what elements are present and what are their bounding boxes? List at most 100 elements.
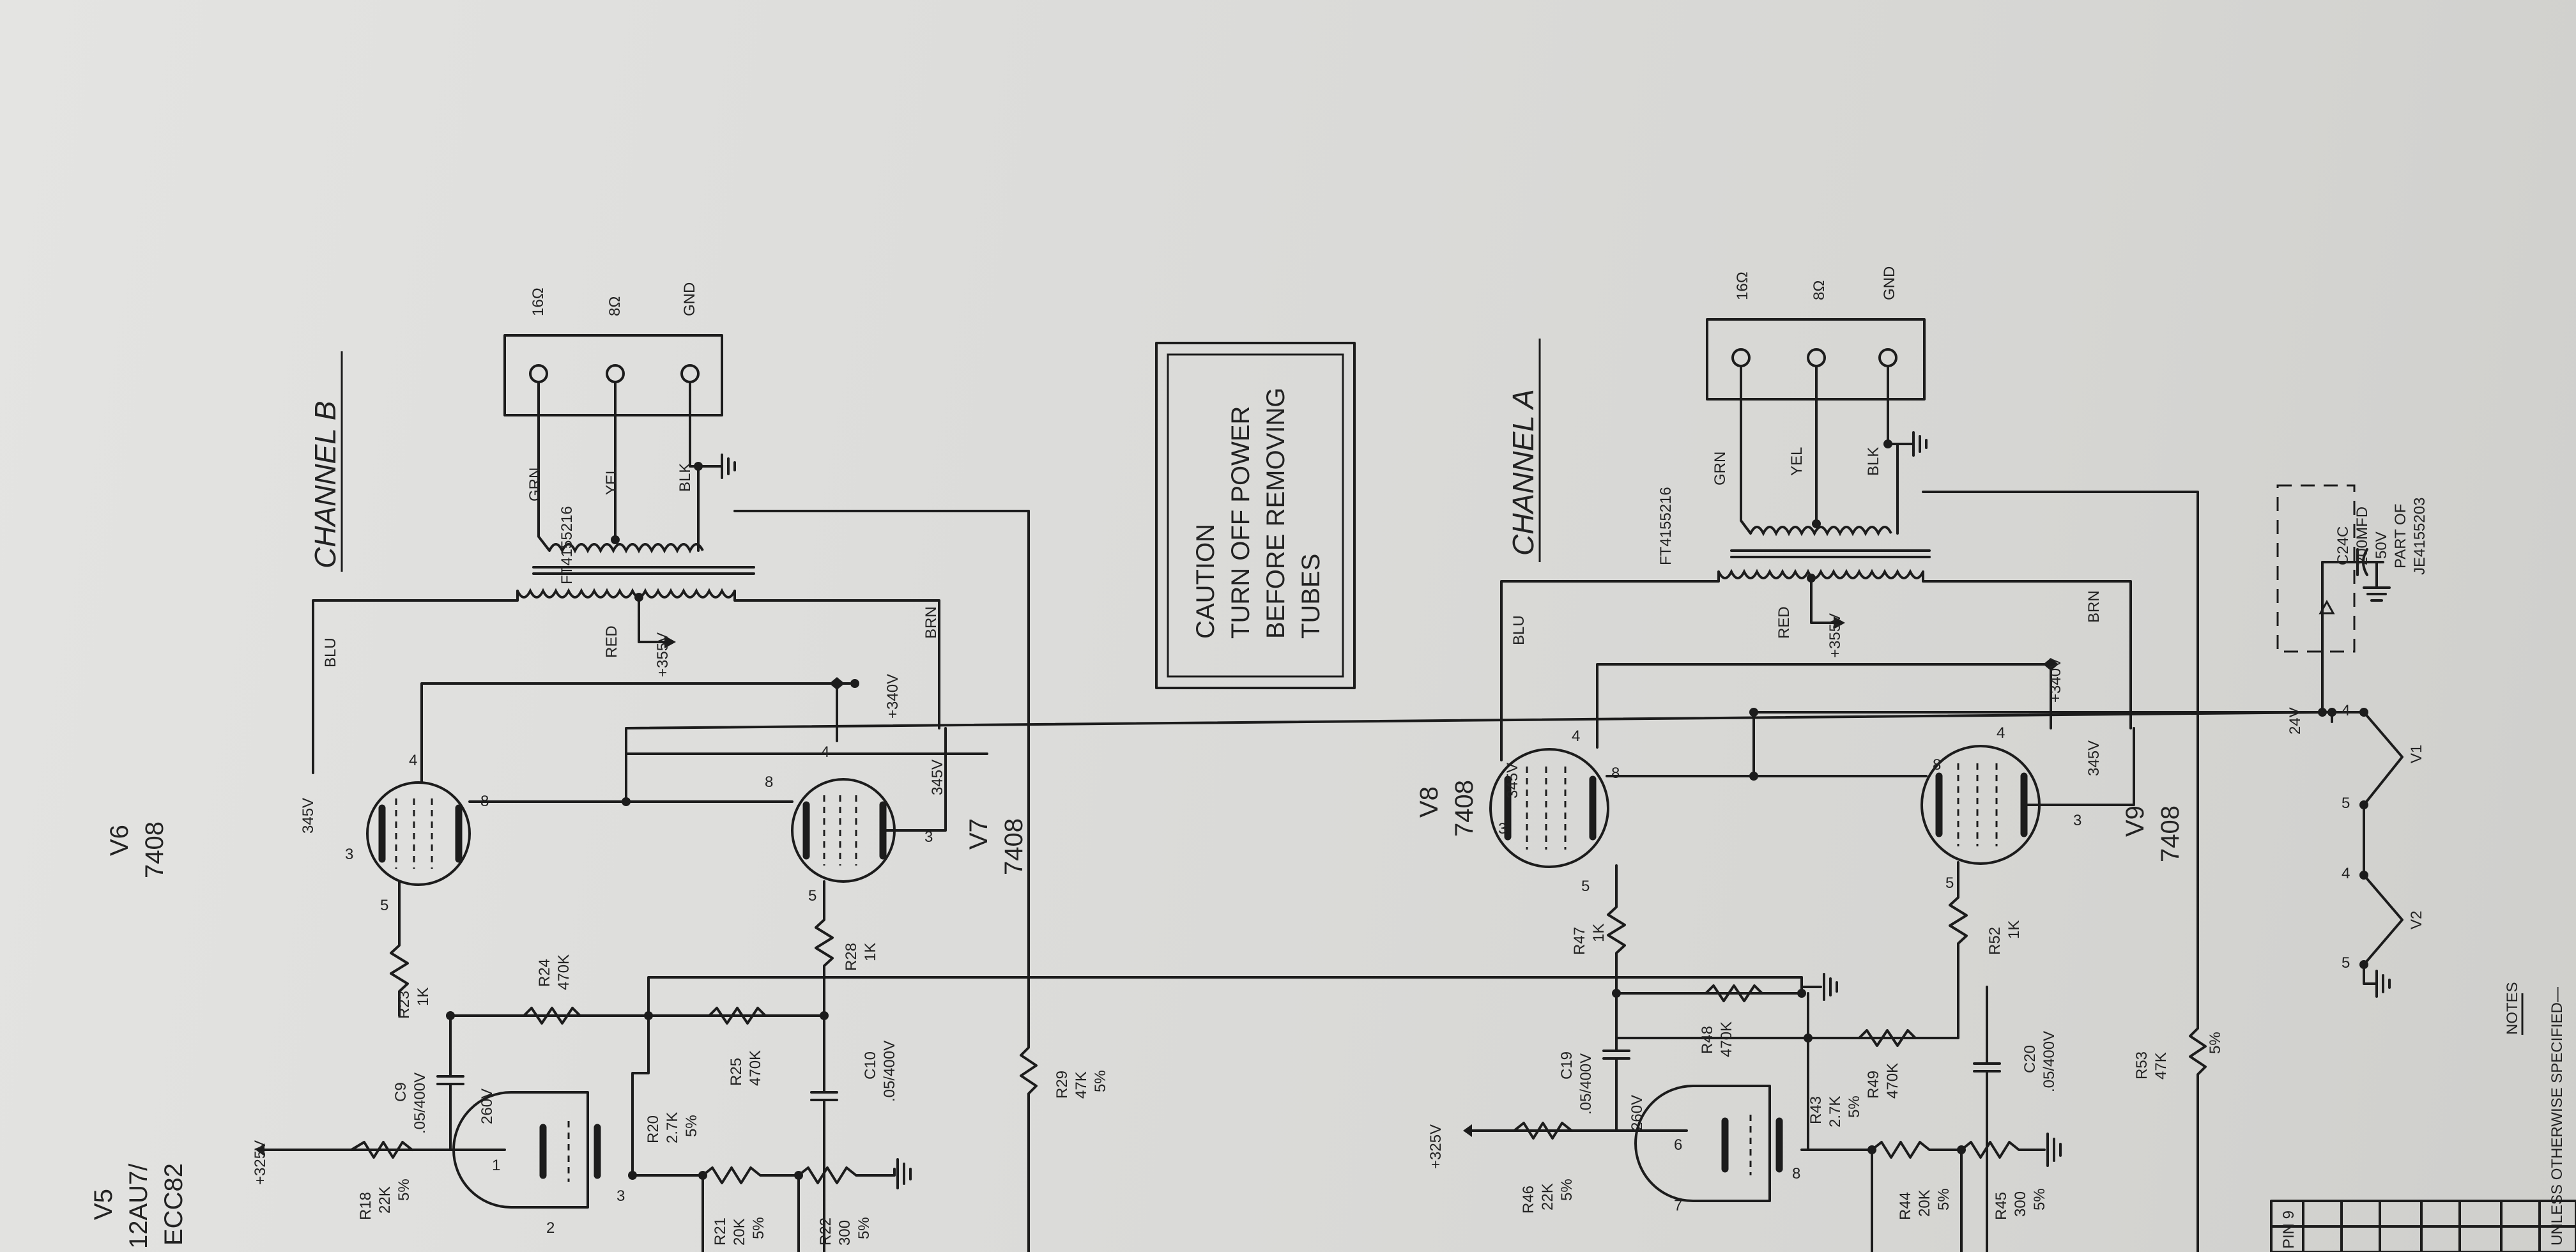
c10-value: .05/400V — [881, 1041, 898, 1102]
caution-line-2: BEFORE REMOVING — [1262, 388, 1290, 639]
label-gnd-b: GND — [681, 282, 698, 316]
c19-label: C19 — [1558, 1051, 1575, 1080]
r46-label: R46 — [1520, 1186, 1537, 1214]
v9-pin-3: 3 — [2073, 812, 2082, 829]
r53-tolerance: 5% — [2207, 1032, 2224, 1054]
c20-value: .05/400V — [2041, 1031, 2058, 1092]
r22-label: R22 — [817, 1218, 834, 1246]
r43-label: R43 — [1807, 1096, 1825, 1124]
r44-label: R44 — [1897, 1192, 1914, 1220]
tube-v9-type: 7408 — [2156, 805, 2184, 862]
r28-value: 1K — [862, 943, 879, 961]
label-grn-a: GRN — [1712, 452, 1729, 485]
channel-b-section: CHANNEL B 16Ω 8Ω GND GRN YEL BLK FT41 — [89, 282, 1803, 1252]
voltage-260-b: 260V — [479, 1088, 496, 1124]
c9-label: C9 — [392, 1082, 410, 1102]
output-terminal-block-b — [503, 334, 723, 416]
output-transformer-b — [516, 535, 755, 602]
r22-value: 300 — [836, 1220, 854, 1246]
c24-part-outline — [2276, 484, 2356, 653]
v6-pin-3: 3 — [345, 846, 353, 863]
r46-tolerance: 5% — [1558, 1179, 1575, 1201]
v7-pin-5: 5 — [808, 887, 816, 905]
label-grn-b: GRN — [526, 468, 544, 501]
v9-pin-8: 8 — [1933, 756, 1941, 774]
v8-pin-4: 4 — [1572, 728, 1580, 745]
label-blk-a: BLK — [1865, 447, 1882, 476]
v8-pin-8: 8 — [1611, 765, 1620, 782]
r23-value: 1K — [415, 988, 432, 1006]
v5-pin-3: 3 — [617, 1187, 625, 1205]
tube-v5-label: V5 — [89, 1189, 118, 1220]
v5-pin-7: 7 — [1674, 1197, 1682, 1214]
v2-pin-5: 5 — [2342, 954, 2350, 972]
output-transformer-a — [1717, 519, 1931, 583]
r45-label: R45 — [1993, 1192, 2010, 1220]
r24-value: 470K — [555, 954, 572, 990]
label-brn-a: BRN — [2085, 590, 2103, 623]
warning-triangle-icon — [2319, 599, 2335, 615]
label-gnd-a: GND — [1881, 266, 1898, 300]
r52-value: 1K — [2005, 920, 2023, 939]
c24-value: 200MFD — [2354, 507, 2371, 565]
transformer-part-a: FT4155216 — [1657, 487, 1675, 565]
c9-value: .05/400V — [411, 1073, 429, 1134]
v5-pin-6: 6 — [1674, 1136, 1682, 1154]
r52-label: R52 — [1986, 927, 2004, 955]
label-red-b: RED — [603, 625, 620, 658]
caution-title: CAUTION — [1192, 524, 1220, 639]
channel-b-title: CHANNEL B — [309, 401, 342, 569]
r21-tolerance: 5% — [750, 1217, 767, 1239]
notes-line-1: UNLESS OTHERWISE SPECIFIED— — [2549, 987, 2566, 1246]
terminal-8-ohm-b[interactable] — [606, 364, 625, 383]
tube-v7-type: 7408 — [1000, 818, 1028, 875]
tube-v8 — [1489, 748, 1609, 868]
r47-value: 1K — [1590, 924, 1607, 942]
terminal-16-ohm-b[interactable] — [529, 364, 548, 383]
r20-label: R20 — [645, 1115, 662, 1143]
c19-value: .05/400V — [1577, 1053, 1595, 1115]
r25-label: R25 — [728, 1058, 745, 1086]
voltage-340-a: +340V — [2047, 658, 2064, 703]
v7-pin-3: 3 — [924, 828, 933, 846]
v5-pin-2: 2 — [546, 1219, 555, 1237]
channel-a-section: CHANNEL A 16Ω 8Ω GND GRN YEL BLK FT41552… — [625, 266, 2336, 1252]
terminal-gnd-a[interactable] — [1878, 348, 1897, 367]
voltage-355-b: +355V — [654, 632, 671, 677]
label-yel-a: YEL — [1788, 447, 1805, 476]
terminal-8-ohm-a[interactable] — [1807, 348, 1826, 367]
tube-v5 — [452, 1091, 601, 1209]
pin-table-header: PIN 9 — [2280, 1210, 2297, 1249]
voltage-260-a: 260V — [1629, 1095, 1646, 1131]
v1-pin-5: 5 — [2342, 795, 2350, 812]
r25-value: 470K — [747, 1050, 764, 1086]
voltage-345-v6: 345V — [300, 798, 317, 834]
tube-v8-type: 7408 — [1450, 780, 1478, 837]
r53-label: R53 — [2133, 1051, 2150, 1080]
voltage-355-a: +355V — [1827, 613, 1844, 658]
heater-section: C24C 200MFD 50V PART OF JE4155203 24V 4 … — [2196, 484, 2428, 998]
r29-label: R29 — [1054, 1071, 1071, 1099]
label-red-a: RED — [1775, 606, 1793, 639]
terminal-gnd-b[interactable] — [680, 364, 700, 383]
label-16-ohm-a: 16Ω — [1734, 271, 1751, 300]
tube-v5-alt-type: ECC82 — [160, 1163, 188, 1246]
r49-label: R49 — [1865, 1071, 1882, 1099]
r28-label: R28 — [843, 943, 860, 971]
tube-v6-label: V6 — [105, 825, 134, 856]
c24-part-of: PART OF — [2392, 504, 2409, 569]
r21-label: R21 — [712, 1218, 729, 1246]
caution-line-3: TUBES — [1297, 554, 1325, 639]
voltage-340-b: +340V — [884, 674, 901, 719]
v8-pin-5: 5 — [1581, 878, 1590, 895]
r53-value: 47K — [2152, 1052, 2170, 1080]
voltage-345-v7: 345V — [929, 760, 946, 795]
voltage-24: 24V — [2287, 707, 2304, 735]
v2-pin-4: 4 — [2342, 865, 2350, 882]
r47-label: R47 — [1571, 927, 1588, 955]
terminal-16-ohm-a[interactable] — [1731, 348, 1751, 367]
label-16-ohm-b: 16Ω — [530, 287, 547, 316]
r18-label: R18 — [357, 1192, 374, 1220]
label-blu-a: BLU — [1510, 615, 1528, 645]
